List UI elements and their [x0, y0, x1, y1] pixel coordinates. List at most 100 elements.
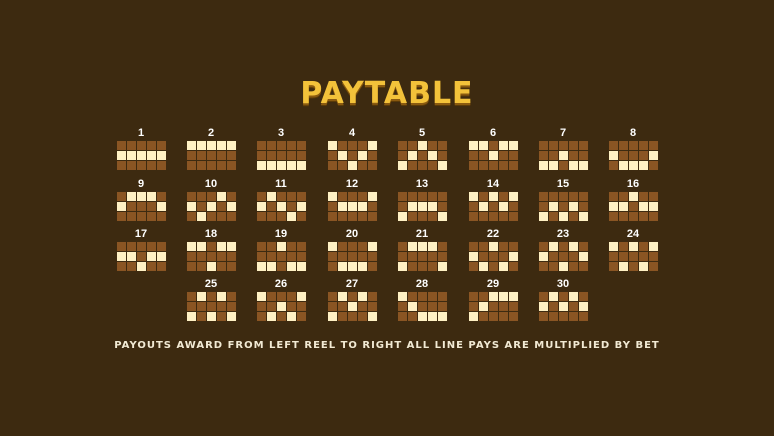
- payline-cell-active: [328, 312, 337, 321]
- payline-cell: [629, 252, 638, 261]
- payline-cell: [227, 212, 236, 221]
- payline-pattern: [398, 292, 447, 321]
- payline-cell: [348, 252, 357, 261]
- payline-cell: [549, 302, 558, 311]
- payline-cell: [297, 151, 306, 160]
- payline-cell: [117, 141, 126, 150]
- payline-cell-active: [408, 151, 417, 160]
- payline-cell-active: [539, 161, 548, 170]
- payline-pattern: [257, 292, 306, 321]
- payline-cell: [418, 262, 427, 271]
- payline-cell: [579, 242, 588, 251]
- payline-cell: [267, 141, 276, 150]
- payline-cell: [489, 212, 498, 221]
- payline-cell-active: [428, 202, 437, 211]
- payline-cell-active: [469, 141, 478, 150]
- payline-cell: [559, 141, 568, 150]
- payline-cell-active: [579, 302, 588, 311]
- payline-cell: [428, 212, 437, 221]
- payline-cell: [217, 302, 226, 311]
- payline-cell-active: [418, 242, 427, 251]
- payline-cell: [127, 242, 136, 251]
- payline-cell: [368, 212, 377, 221]
- payline-cell: [187, 151, 196, 160]
- payline-number: 18: [204, 228, 218, 240]
- payline-cell-active: [579, 161, 588, 170]
- payline-cell-active: [549, 161, 558, 170]
- payline-cell: [157, 212, 166, 221]
- payline-cell: [609, 212, 618, 221]
- payline-cell: [499, 212, 508, 221]
- payline-12: 12: [328, 178, 377, 221]
- payline-cell-active: [147, 151, 156, 160]
- payline-number: 14: [486, 178, 500, 190]
- payline-number: 3: [277, 127, 285, 139]
- payline-cell-active: [629, 242, 638, 251]
- payline-cell: [328, 252, 337, 261]
- payline-cell-active: [207, 312, 216, 321]
- payline-13: 13: [398, 178, 447, 221]
- payline-cell: [297, 212, 306, 221]
- payline-number: 20: [345, 228, 359, 240]
- payline-cell: [348, 312, 357, 321]
- payline-cell: [579, 192, 588, 201]
- payline-cell: [408, 141, 417, 150]
- payline-cell: [629, 212, 638, 221]
- payline-cell: [569, 312, 578, 321]
- payline-cell-active: [428, 312, 437, 321]
- payline-cell: [147, 202, 156, 211]
- payline-number: 5: [418, 127, 426, 139]
- payline-cell: [137, 202, 146, 211]
- payline-cell-active: [117, 151, 126, 160]
- payline-cell-active: [227, 141, 236, 150]
- payline-number: 11: [275, 178, 287, 190]
- payline-cell: [549, 262, 558, 271]
- payline-cell: [338, 192, 347, 201]
- payline-cell: [127, 212, 136, 221]
- payline-pattern: [398, 141, 447, 170]
- payline-cell: [499, 312, 508, 321]
- payline-cell-active: [368, 192, 377, 201]
- payline-cell: [438, 192, 447, 201]
- payline-cell: [368, 151, 377, 160]
- payline-cell-active: [348, 302, 357, 311]
- payline-pattern: [257, 242, 306, 271]
- payline-pattern: [469, 292, 518, 321]
- payline-cell: [408, 262, 417, 271]
- payline-cell: [428, 141, 437, 150]
- payline-cell-active: [157, 202, 166, 211]
- payline-cell: [137, 252, 146, 261]
- payline-cell: [267, 252, 276, 261]
- payline-cell: [358, 252, 367, 261]
- payline-cell-active: [408, 242, 417, 251]
- payline-cell: [187, 212, 196, 221]
- payline-cell-active: [227, 202, 236, 211]
- payline-cell-active: [207, 141, 216, 150]
- payline-cell: [328, 151, 337, 160]
- payline-cell: [398, 252, 407, 261]
- payline-cell-active: [187, 202, 196, 211]
- payline-cell: [197, 302, 206, 311]
- payline-cell-active: [147, 192, 156, 201]
- payline-cell: [438, 151, 447, 160]
- payline-pattern: [187, 242, 236, 271]
- payline-cell: [187, 161, 196, 170]
- payline-number: 19: [274, 228, 288, 240]
- payline-cell-active: [619, 161, 628, 170]
- payline-cell-active: [428, 242, 437, 251]
- payline-10: 10: [187, 178, 236, 221]
- payline-cell: [137, 141, 146, 150]
- payline-cell: [639, 212, 648, 221]
- payline-cell: [408, 192, 417, 201]
- payline-cell: [398, 192, 407, 201]
- payline-cell-active: [509, 141, 518, 150]
- payline-cell: [157, 192, 166, 201]
- payline-cell: [348, 212, 357, 221]
- payline-number: 28: [415, 278, 429, 290]
- payline-cell: [509, 161, 518, 170]
- payline-cell: [469, 262, 478, 271]
- payline-cell: [227, 262, 236, 271]
- payline-cell-active: [217, 192, 226, 201]
- payline-cell-active: [559, 302, 568, 311]
- payline-cell: [207, 252, 216, 261]
